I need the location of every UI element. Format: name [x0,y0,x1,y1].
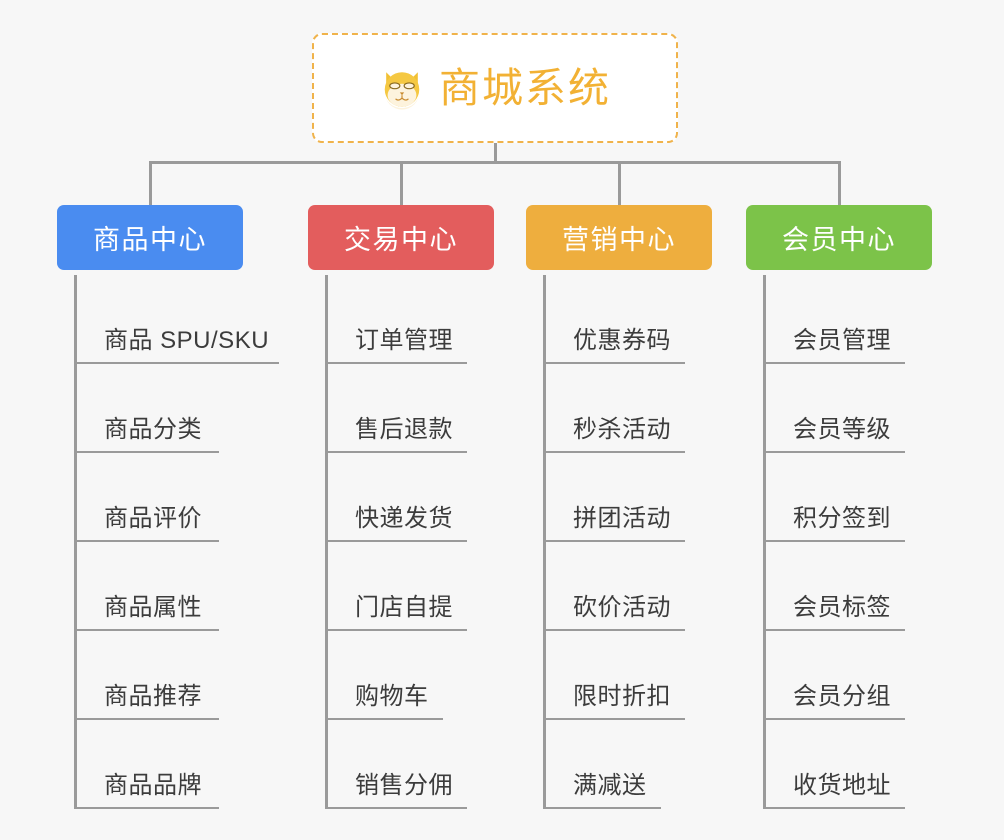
leaf-item-underline [543,540,685,542]
leaf-item-underline [325,718,443,720]
leaf-item-underline [325,807,467,809]
leaf-item-underline [763,807,905,809]
leaf-item-underline [543,718,685,720]
column-spine [325,275,328,809]
leaf-item-label: 砍价活动 [573,594,671,621]
leaf-item-underline [325,362,467,364]
leaf-item-label: 商品评价 [104,505,202,532]
leaf-item-label: 积分签到 [793,505,891,532]
leaf-item-underline [74,629,219,631]
leaf-item-label: 商品分类 [104,416,202,443]
leaf-item-underline [325,451,467,453]
shiba-dog-face-icon [379,65,425,111]
leaf-item-label: 优惠券码 [573,327,671,354]
category-header-member[interactable]: 会员中心 [746,205,932,270]
connector-drop-2 [400,161,403,207]
leaf-item-label: 会员管理 [793,327,891,354]
leaf-item-label: 购物车 [355,683,429,710]
column-spine [74,275,77,809]
leaf-item-underline [543,807,661,809]
leaf-item-underline [763,451,905,453]
leaf-item-underline [543,362,685,364]
leaf-item-label: 收货地址 [793,772,891,799]
leaf-item-underline [763,629,905,631]
category-column-member: 会员中心 会员管理 会员等级 积分签到 会员标签 会员分组 [746,205,932,809]
leaf-item-underline [543,629,685,631]
column-spine [763,275,766,809]
category-header-label: 会员中心 [782,225,896,255]
leaf-item-label: 会员分组 [793,683,891,710]
leaf-item-label: 销售分佣 [355,772,453,799]
leaf-item-underline [763,540,905,542]
connector-root-stem [494,143,497,163]
category-header-trade[interactable]: 交易中心 [308,205,494,270]
leaf-item-underline [74,362,279,364]
leaf-item-underline [74,718,219,720]
category-header-marketing[interactable]: 营销中心 [526,205,712,270]
category-column-trade: 交易中心 订单管理 售后退款 快递发货 门店自提 购物车 [308,205,494,809]
leaf-item-underline [763,718,905,720]
root-node-label: 商城系统 [439,64,611,111]
connector-bus-bar [149,161,841,164]
leaf-item-underline [763,362,905,364]
column-spine [543,275,546,809]
leaf-item-label: 商品推荐 [104,683,202,710]
leaf-item-underline [74,451,219,453]
leaf-item-label: 满减送 [573,772,647,799]
connector-drop-3 [618,161,621,207]
leaf-item-label: 商品属性 [104,594,202,621]
leaf-item-underline [325,629,467,631]
leaf-item-label: 会员标签 [793,594,891,621]
category-column-marketing: 营销中心 优惠券码 秒杀活动 拼团活动 砍价活动 限时折扣 [526,205,712,809]
leaf-item-underline [74,540,219,542]
leaf-item-label: 快递发货 [355,505,453,532]
leaf-item-label: 售后退款 [355,416,453,443]
leaf-item-label: 商品品牌 [104,772,202,799]
leaf-item-label: 限时折扣 [573,683,671,710]
connector-drop-1 [149,161,152,207]
root-node-mall-system[interactable]: 商城系统 [312,33,678,143]
leaf-item-label: 门店自提 [355,594,453,621]
leaf-item-label: 商品 SPU/SKU [104,327,270,354]
category-header-label: 商品中心 [93,225,207,255]
category-header-label: 营销中心 [562,225,676,255]
category-header-label: 交易中心 [344,225,458,255]
leaf-item-underline [325,540,467,542]
category-header-product[interactable]: 商品中心 [57,205,243,270]
category-column-product: 商品中心 商品 SPU/SKU 商品分类 商品评价 商品属性 商品推荐 [57,205,279,809]
leaf-item-label: 会员等级 [793,416,891,443]
leaf-item-label: 秒杀活动 [573,416,671,443]
connector-drop-4 [838,161,841,207]
leaf-item-label: 拼团活动 [573,505,671,532]
leaf-item-label: 订单管理 [355,327,453,354]
leaf-item-underline [74,807,219,809]
leaf-item-underline [543,451,685,453]
